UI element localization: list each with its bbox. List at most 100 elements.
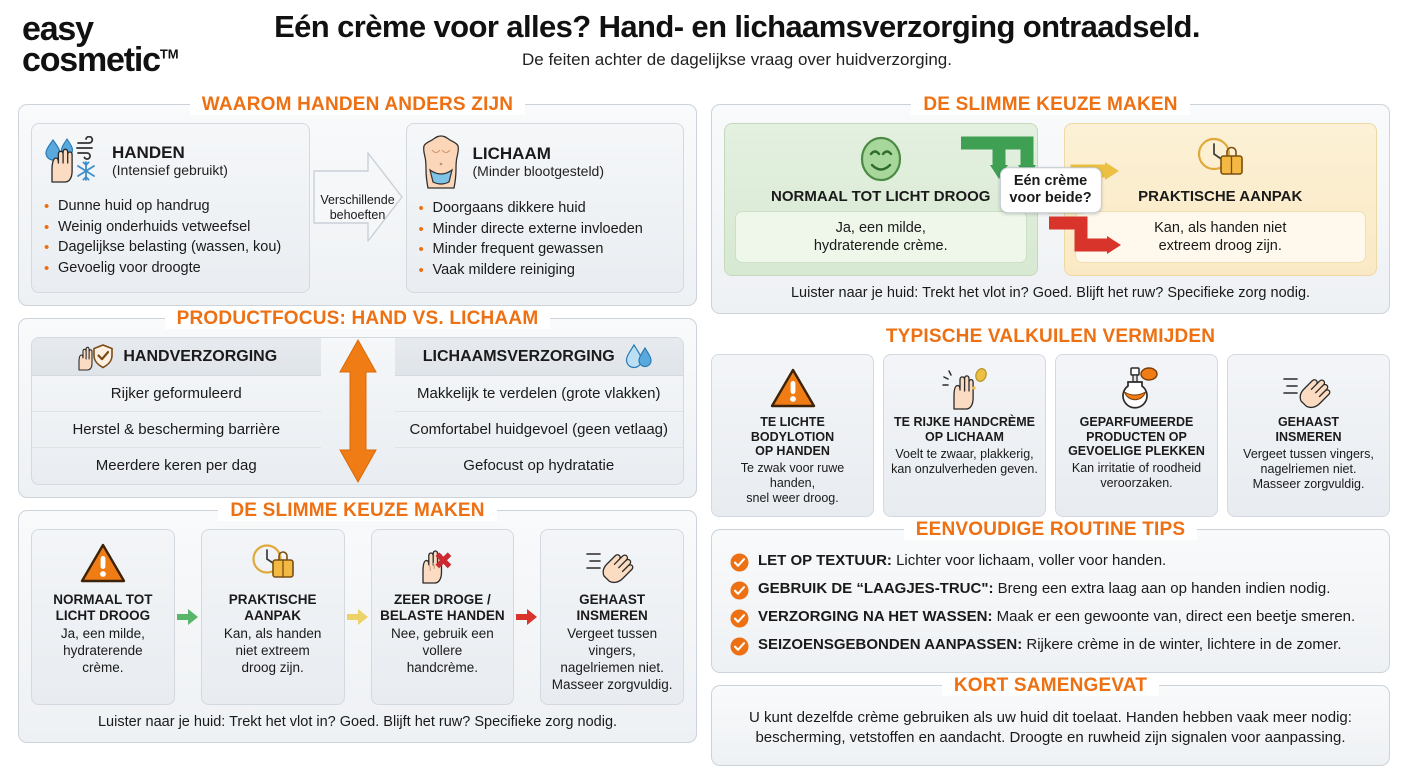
pitfall-card: GEPARFUMEERDE PRODUCTEN OP GEVOELIGE PLE… — [1055, 354, 1218, 517]
flow-step: ZEER DROGE / BELASTE HANDEN Nee, gebruik… — [370, 529, 515, 705]
hand-cross-icon — [415, 538, 469, 588]
flow-step: GEHAAST INSMEREN Vergeet tussen vingers,… — [540, 529, 684, 705]
section-why-hands-differ: WAAROM HANDEN ANDERS ZIJN — [18, 94, 697, 307]
bodycare-column: LICHAAMSVERZORGING Makkelijk te verdelen… — [394, 338, 683, 484]
choice-center-badge: Eén crème voor beide? — [999, 167, 1102, 214]
check-circle-icon — [730, 581, 749, 600]
clock-suitcase-icon — [1075, 132, 1367, 186]
list-item: GEBRUIK DE “LAAGJES-TRUC": Breng een ext… — [724, 576, 1377, 604]
perfume-bottle-icon — [1062, 363, 1211, 413]
bodycare-header: LICHAAMSVERZORGING — [394, 338, 683, 377]
choice-card-title: PRAKTISCHE AANPAK — [1138, 188, 1303, 205]
section-title: WAAROM HANDEN ANDERS ZIJN — [19, 94, 696, 116]
trademark-mark: TM — [159, 46, 179, 62]
pitfall-desc: Voelt te zwaar, plakkerig, kan onzulverh… — [891, 446, 1038, 476]
section-pitfalls: TYPISCHE VALKUILEN VERMIJDEN TE LICHTE B… — [711, 326, 1390, 517]
flow-step: NORMAAL TOT LICHT DROOG Ja, een milde, h… — [31, 529, 175, 705]
pitfall-desc: Vergeet tussen vingers, nagelriemen niet… — [1243, 446, 1374, 491]
tip-body: Lichter voor lichaam, voller voor handen… — [891, 552, 1167, 569]
section-product-focus: PRODUCTFOCUS: HAND VS. LICHAAM — [18, 308, 697, 499]
right-column: DE SLIMME KEUZE MAKEN NORMAAL TOT LICHT … — [711, 94, 1390, 768]
tip-body: Rijkere crème in de winter, lichtere in … — [1022, 636, 1342, 653]
header-text-block: Eén crème voor alles? Hand- en lichaamsv… — [234, 9, 1240, 70]
list-item: Rijker geformuleerd — [110, 385, 242, 403]
bodycare-header-label: LICHAAMSVERZORGING — [422, 347, 615, 365]
flow-step-title: GEHAAST INSMEREN — [576, 592, 648, 623]
left-column: WAAROM HANDEN ANDERS ZIJN — [18, 94, 697, 768]
greasy-hand-icon — [890, 363, 1039, 413]
difference-arrow-label: Verschillende behoeften — [320, 193, 395, 223]
list-item: Comfortabel huidgevoel (geen vetlaag) — [394, 411, 683, 447]
female-torso-icon — [419, 134, 463, 190]
brand-logo: easy cosmeticTM — [22, 10, 234, 77]
flow-step-title: ZEER DROGE / BELASTE HANDEN — [380, 592, 505, 623]
flow-connector-green — [175, 529, 201, 705]
list-item: LET OP TEXTUUR: Lichter voor lichaam, vo… — [724, 548, 1377, 576]
list-item: Doorgaans dikkere huid — [419, 198, 672, 219]
section-title: EENVOUDIGE ROUTINE TIPS — [712, 519, 1389, 541]
hand-weather-icon — [44, 136, 102, 186]
water-drops-icon — [623, 342, 655, 372]
list-item: Minder directe externe invloeden — [419, 219, 672, 240]
flow-step-desc: Kan, als handen niet extreem droog zijn. — [223, 626, 322, 676]
handcare-column: HANDVERZORGING Rijker geformuleerd Herst… — [32, 338, 321, 484]
pitfall-title: GEPARFUMEERDE PRODUCTEN OP GEVOELIGE PLE… — [1068, 415, 1205, 458]
rushing-hand-icon — [1234, 363, 1383, 413]
handcare-header-label: HANDVERZORGING — [123, 347, 278, 365]
choice-compare: NORMAAL TOT LICHT DROOG Ja, een milde, h… — [724, 123, 1377, 277]
page-header: easy cosmeticTM Eén crème voor alles? Ha… — [0, 0, 1408, 100]
hands-card: HANDEN (Intensief gebruikt) Dunne huid o… — [31, 123, 310, 294]
flow-step-desc: Vergeet tussen vingers, nagelriemen niet… — [551, 626, 673, 692]
list-item: Gefocust op hydratatie — [394, 447, 683, 483]
list-item: Weinig onderhuids vetweefsel — [44, 217, 297, 238]
flow-step-desc: Nee, gebruik een vollere handcrème. — [390, 626, 494, 676]
section-summary: KORT SAMENGEVAT U kunt dezelfde crème ge… — [711, 675, 1390, 766]
flow-step-desc: Ja, een milde, hydraterende crème. — [60, 626, 145, 676]
flow-step: PRAKTISCHE AANPAK Kan, als handen niet e… — [200, 529, 345, 705]
handcare-header: HANDVERZORGING — [32, 338, 321, 377]
list-item: Vaak mildere reiniging — [419, 260, 672, 281]
check-circle-icon — [730, 637, 749, 656]
warning-triangle-icon — [718, 363, 867, 413]
flow-step-title: NORMAAL TOT LICHT DROOG — [53, 592, 153, 623]
flow-steps: NORMAAL TOT LICHT DROOG Ja, een milde, h… — [31, 529, 684, 705]
list-item: Herstel & bescherming barrière — [32, 411, 321, 447]
tip-text: SEIZOENSGEBONDEN AANPASSEN: Rijkere crèm… — [758, 636, 1342, 655]
pitfall-desc: Te zwak voor ruwe handen, snel weer droo… — [740, 461, 845, 505]
body-bullets: Doorgaans dikkere huid Minder directe ex… — [419, 198, 672, 281]
list-item: VERZORGING NA HET WASSEN: Maak er een ge… — [724, 604, 1377, 632]
page-subtitle: De feiten achter de dagelijkse vraag ove… — [522, 50, 952, 70]
pitfall-title: GEHAAST INSMEREN — [1275, 415, 1342, 444]
difference-arrow: Verschillende behoeften — [310, 123, 406, 293]
tip-label: SEIZOENSGEBONDEN AANPASSEN: — [758, 636, 1023, 653]
tip-body: Maak er een gewoonte van, direct een bee… — [992, 608, 1356, 625]
flow-footnote: Luister naar je huid: Trekt het vlot in?… — [97, 713, 618, 730]
choice-card-practical: PRAKTISCHE AANPAK Kan, als handen niet e… — [1063, 123, 1377, 277]
pitfall-desc: Kan irritatie of roodheid veroorzaken. — [1071, 461, 1202, 490]
flow-step-title: PRAKTISCHE AANPAK — [228, 592, 317, 623]
rushing-hand-icon — [584, 538, 640, 588]
content-columns: WAAROM HANDEN ANDERS ZIJN — [0, 94, 1408, 768]
body-card: LICHAAM (Minder blootgesteld) Doorgaans … — [405, 123, 684, 294]
section-title: DE SLIMME KEUZE MAKEN — [712, 94, 1389, 116]
page-title: Eén crème voor alles? Hand- en lichaamsv… — [274, 9, 1200, 44]
list-item: Gevoelig voor droogte — [44, 258, 297, 279]
warning-triangle-icon — [80, 538, 126, 588]
hand-shield-icon — [75, 343, 115, 371]
list-item: Minder frequent gewassen — [419, 239, 672, 260]
choice-card-body: Ja, een milde, hydraterende crème. — [735, 211, 1027, 264]
list-item: SEIZOENSGEBONDEN AANPASSEN: Rijkere crèm… — [724, 632, 1377, 660]
tip-text: VERZORGING NA HET WASSEN: Maak er een ge… — [758, 608, 1355, 627]
list-item: Meerdere keren per dag — [32, 447, 321, 483]
tip-text: GEBRUIK DE “LAAGJES-TRUC": Breng een ext… — [758, 580, 1330, 599]
choice-card-title: NORMAAL TOT LICHT DROOG — [771, 188, 991, 205]
pitfall-card: TE RIJKE HANDCRÈME OP LICHAAM Voelt te z… — [883, 354, 1046, 517]
flow-connector-red — [514, 529, 540, 705]
section-title: DE SLIMME KEUZE MAKEN — [19, 500, 696, 522]
hands-title: HANDEN — [112, 143, 185, 163]
smiley-face-icon — [735, 132, 1027, 186]
hands-subtitle: (Intensief gebruikt) — [112, 161, 228, 178]
section-routine-tips: EENVOUDIGE ROUTINE TIPS LET OP TEXTUUR: … — [711, 519, 1390, 673]
tip-body: Breng een extra laag aan op handen indie… — [993, 580, 1331, 597]
